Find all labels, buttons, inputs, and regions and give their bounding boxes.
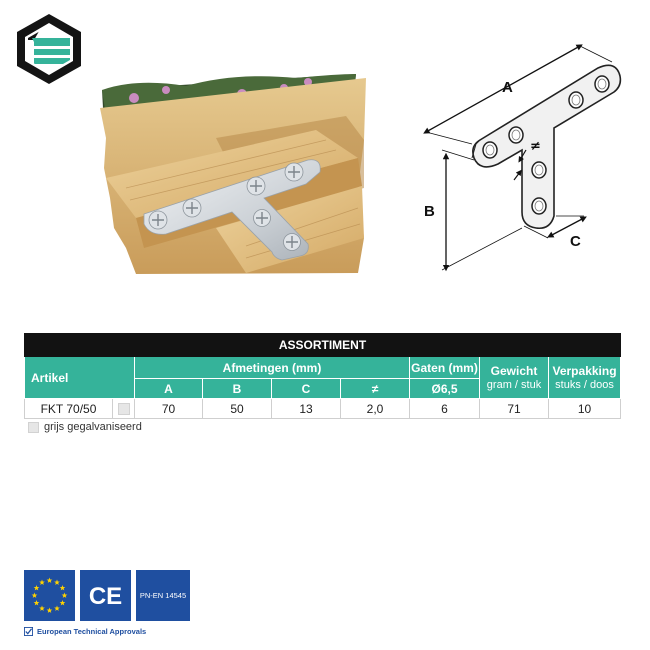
eu-star-icon bbox=[54, 605, 60, 611]
table-row: FKT 70/50 70 50 13 2,0 6 71 10 bbox=[24, 398, 622, 419]
legend-label: grijs gegalvaniseerd bbox=[44, 421, 142, 433]
dimension-a-label: A bbox=[502, 79, 513, 96]
header-b: B bbox=[202, 378, 272, 399]
cell-gaten: 6 bbox=[409, 398, 480, 419]
eu-star-icon bbox=[54, 579, 60, 585]
header-thickness: ≠ bbox=[340, 378, 410, 399]
ce-mark-label: CE bbox=[89, 583, 122, 610]
eta-label: European Technical Approvals bbox=[24, 627, 146, 636]
cell-thickness: 2,0 bbox=[340, 398, 410, 419]
header-gewicht-unit: gram / stuk bbox=[486, 378, 542, 391]
header-afmetingen: Afmetingen (mm) bbox=[134, 356, 410, 379]
eu-star-icon bbox=[46, 607, 53, 613]
cell-verpakking: 10 bbox=[547, 398, 622, 419]
pn-en-standard-badge: PN-EN 14545 bbox=[136, 570, 190, 621]
eu-star-icon bbox=[33, 585, 40, 591]
header-gaten: Gaten (mm) bbox=[409, 356, 480, 379]
header-verpakking-unit: stuks / doos bbox=[555, 378, 614, 391]
grey-swatch-icon bbox=[28, 421, 39, 433]
header-gewicht: Gewicht gram / stuk bbox=[479, 356, 549, 399]
assortment-table: ASSORTIMENT Artikel Afmetingen (mm) Gate… bbox=[23, 333, 622, 419]
cell-artikel: FKT 70/50 bbox=[24, 398, 113, 419]
pn-standard-label: PN-EN 14545 bbox=[139, 591, 187, 600]
table-title: ASSORTIMENT bbox=[23, 333, 622, 357]
header-artikel: Artikel bbox=[24, 356, 135, 399]
eu-star-icon bbox=[46, 577, 53, 583]
hexagon-stripes-logo-icon bbox=[17, 14, 81, 84]
header-c: C bbox=[271, 378, 341, 399]
header-a: A bbox=[134, 378, 203, 399]
eta-text: European Technical Approvals bbox=[37, 627, 147, 636]
t-plate-dimension-drawing: A B C ≠ bbox=[423, 44, 622, 272]
eu-star-icon bbox=[39, 605, 45, 611]
checkbox-check-icon bbox=[24, 627, 33, 636]
eu-star-icon bbox=[61, 592, 68, 598]
header-diameter: Ø6,5 bbox=[409, 378, 480, 399]
eu-star-icon bbox=[31, 592, 38, 598]
cell-b: 50 bbox=[202, 398, 272, 419]
eu-star-icon bbox=[33, 600, 40, 606]
cell-a: 70 bbox=[134, 398, 203, 419]
header-gewicht-label: Gewicht bbox=[490, 363, 538, 378]
eu-flag-icon bbox=[24, 570, 75, 621]
finish-legend: grijs gegalvaniseerd bbox=[28, 421, 142, 433]
thickness-symbol: ≠ bbox=[530, 139, 541, 154]
eu-star-icon bbox=[39, 579, 45, 585]
t-plate-on-wood-photo bbox=[100, 74, 366, 274]
cell-c: 13 bbox=[271, 398, 341, 419]
grey-swatch-icon bbox=[117, 403, 130, 416]
cell-gewicht: 71 bbox=[479, 398, 549, 419]
header-verpakking: Verpakking stuks / doos bbox=[547, 356, 622, 399]
ce-mark-icon: CE bbox=[80, 570, 131, 621]
eu-star-icon bbox=[59, 585, 66, 591]
header-verpakking-label: Verpakking bbox=[552, 363, 617, 378]
cell-finish bbox=[112, 398, 135, 419]
dimension-c-label: C bbox=[570, 233, 581, 250]
eu-star-icon bbox=[59, 600, 66, 606]
dimension-b-label: B bbox=[424, 203, 435, 220]
